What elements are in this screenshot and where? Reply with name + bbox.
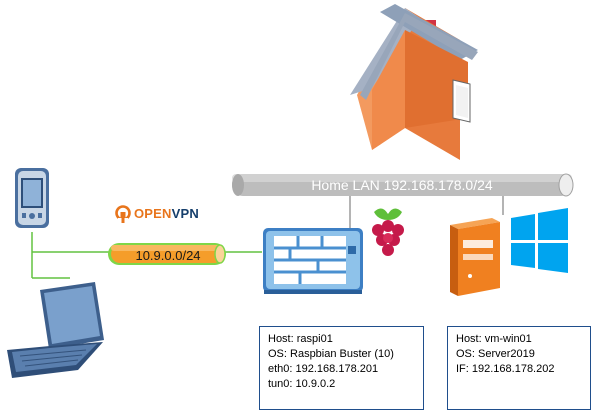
connection-lines [31,232,262,279]
raspi-host: Host: raspi01 [268,333,333,345]
openvpn-vpn-text: VPN [171,206,199,221]
raspi-os: OS: Raspbian Buster (10) [268,348,394,360]
raspi-info-box: Host: raspi01 OS: Raspbian Buster (10) e… [259,326,424,410]
win-info-box: Host: vm-win01 OS: Server2019 IF: 192.16… [447,326,591,410]
server-tower-icon [450,218,500,296]
openvpn-logo-icon [115,205,131,223]
raspi-tun0: tun0: 10.9.0.2 [268,378,336,390]
lan-label: Home LAN 192.168.178.0/24 [311,177,493,193]
win-host: Host: vm-win01 [456,333,532,345]
win-os: OS: Server2019 [456,348,535,360]
openvpn-wordmark: OPENVPN [134,206,199,221]
win-if: IF: 192.168.178.202 [456,363,555,375]
house-icon [350,4,478,160]
lan-drop-lines [349,195,504,228]
laptop-icon [7,282,104,378]
raspi-eth0: eth0: 192.168.178.201 [268,363,379,375]
windows-logo-icon [511,208,568,273]
tunnel-label: 10.9.0.0/24 [135,247,201,263]
raspberry-pi-icon [372,208,404,256]
lan-pipe [232,173,574,197]
router-device-icon [263,228,363,294]
vpn-tunnel-pipe [108,243,226,265]
pda-icon [15,168,49,228]
openvpn-open-text: OPEN [134,206,172,221]
